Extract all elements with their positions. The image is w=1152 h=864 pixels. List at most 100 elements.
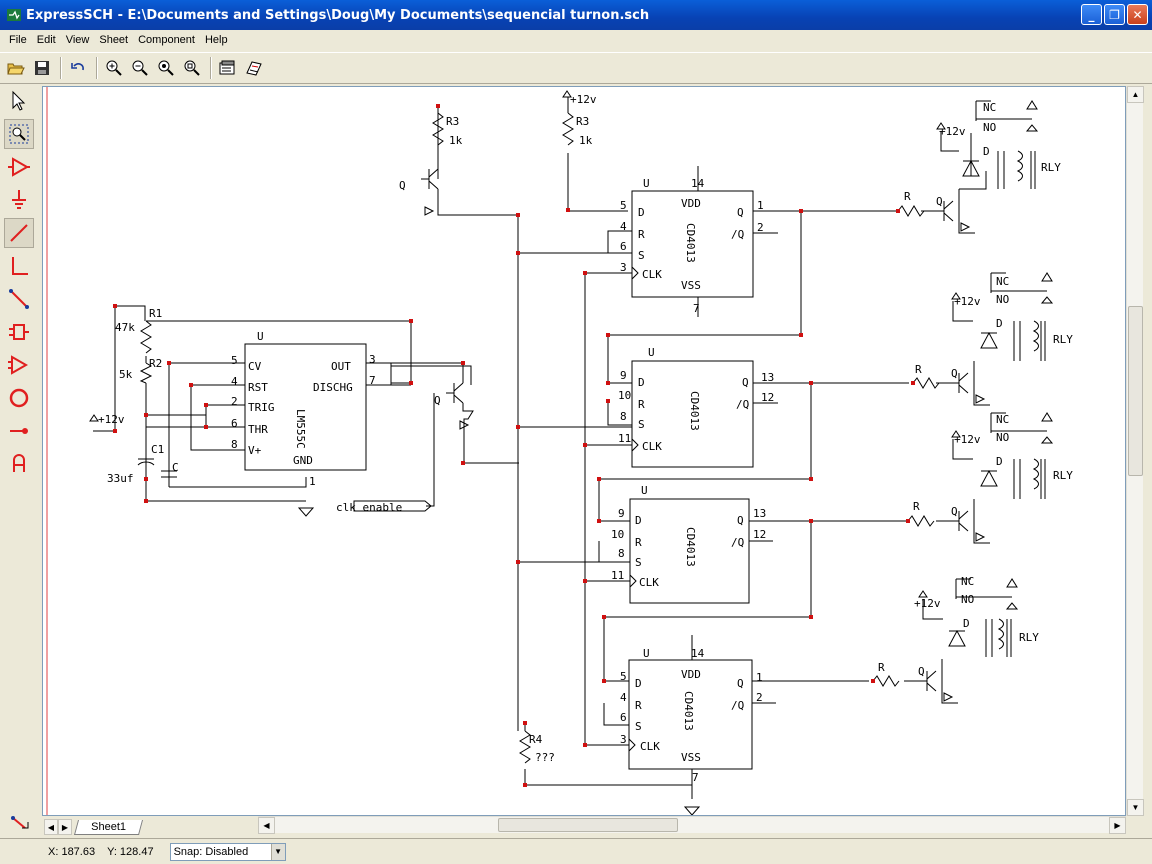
circle-tool[interactable] [4, 383, 34, 413]
cd4013-chip-3[interactable] [629, 498, 750, 604]
select-area-tool[interactable] [4, 119, 34, 149]
save-icon [35, 61, 49, 75]
pin-tool[interactable] [4, 416, 34, 446]
text-tool[interactable] [4, 449, 34, 479]
select-area-icon [9, 124, 29, 144]
properties-button[interactable] [216, 56, 240, 80]
relay4-d: D [963, 617, 970, 630]
cd4013-chip-2[interactable] [631, 360, 754, 468]
ff4-n1: 1 [756, 671, 763, 684]
ff2-r: R [638, 398, 645, 411]
c1-value: 33uf [107, 472, 134, 485]
ff4-d: D [635, 677, 642, 690]
menu-bar: File Edit View Sheet Component Help [0, 30, 1152, 50]
zoom-fit-button[interactable] [154, 56, 178, 80]
pin-out: OUT [331, 360, 351, 373]
print-button[interactable] [242, 56, 266, 80]
status-bar: X: 187.63 Y: 128.47 Snap: Disabled ▼ [0, 838, 1152, 864]
buffer-tool[interactable] [4, 350, 34, 380]
sheet-tab-bar: ◀ ▶ Sheet1 [0, 816, 1152, 838]
dropdown-arrow-icon[interactable]: ▼ [270, 843, 285, 860]
num-4: 4 [231, 375, 238, 388]
restore-button[interactable]: ❐ [1104, 4, 1125, 25]
tab-prev-icon[interactable]: ◀ [44, 819, 58, 835]
scroll-left-icon[interactable]: ◀ [258, 817, 275, 834]
toolbar-separator [96, 57, 98, 79]
ff1-n14: 14 [691, 177, 705, 190]
component-tool[interactable] [4, 152, 34, 182]
sheet-tab-1[interactable]: Sheet1 [73, 819, 143, 835]
supply-label: +12v [570, 93, 597, 106]
ground-tool[interactable] [4, 185, 34, 215]
zoom-in-button[interactable] [102, 56, 126, 80]
open-button[interactable] [4, 56, 28, 80]
cd4013-chip-4[interactable] [628, 659, 753, 770]
zoom-area-button[interactable] [180, 56, 204, 80]
ff1-n2: 2 [757, 221, 764, 234]
r3-right-value: 1k [579, 134, 593, 147]
line-tool[interactable] [4, 284, 34, 314]
snap-select[interactable]: Snap: Disabled ▼ [169, 842, 286, 861]
horizontal-scroll-thumb[interactable] [498, 818, 678, 832]
menu-sheet[interactable]: Sheet [99, 34, 129, 46]
vertical-scrollbar[interactable]: ▲ ▼ [1126, 86, 1144, 816]
pin-dischg: DISCHG [313, 381, 353, 394]
scroll-up-icon[interactable]: ▲ [1127, 86, 1144, 103]
ff4-n3: 3 [620, 733, 627, 746]
tool-palette [4, 86, 36, 546]
minimize-button[interactable]: _ [1081, 4, 1102, 25]
cd4013-chip-1[interactable] [631, 190, 754, 298]
c-ref: C [172, 461, 179, 474]
ff3-qn: /Q [731, 536, 744, 549]
r1 [140, 320, 152, 354]
clk-enable-label: clk enable [336, 501, 402, 514]
clock-markers [628, 266, 639, 752]
line-icon [9, 289, 29, 309]
pointer-tool[interactable] [4, 86, 34, 116]
menu-help[interactable]: Help [204, 34, 228, 46]
schematic-drawing[interactable]: +12v R3 1k R3 1k Q R1 47k R2 5k +12v C1 … [43, 87, 1126, 816]
ff3-n13: 13 [753, 507, 766, 520]
ff4-clk: CLK [640, 740, 660, 753]
tab-next-icon[interactable]: ▶ [58, 819, 72, 835]
num-3: 3 [369, 353, 376, 366]
snap-tool[interactable] [6, 810, 34, 836]
ground-icon [12, 190, 26, 209]
ff2-cd4013: CD4013 [688, 391, 701, 431]
menu-view[interactable]: View [65, 34, 90, 46]
menu-edit[interactable]: Edit [36, 34, 56, 46]
menu-component[interactable]: Component [138, 34, 195, 46]
bus-icon [12, 257, 28, 275]
q-555: Q [434, 394, 441, 407]
schematic-canvas[interactable]: +12v R3 1k R3 1k Q R1 47k R2 5k +12v C1 … [42, 86, 1126, 816]
save-button[interactable] [30, 56, 54, 80]
box-tool[interactable] [4, 317, 34, 347]
bus-tool[interactable] [4, 251, 34, 281]
ff3-s: S [635, 556, 642, 569]
relay4-nc: NC [961, 575, 974, 588]
relay1-d: D [983, 145, 990, 158]
undo-button[interactable] [66, 56, 90, 80]
vertical-scroll-thumb[interactable] [1128, 306, 1143, 476]
ff3-n10: 10 [611, 528, 624, 541]
relay1-q: Q [936, 195, 943, 208]
menu-file[interactable]: File [9, 34, 27, 46]
relay3-supply: +12v [954, 433, 981, 446]
relay3-nc: NC [996, 413, 1009, 426]
ff3-r: R [635, 536, 642, 549]
ff2-q: Q [742, 376, 749, 389]
ff1-cd4013: CD4013 [684, 223, 697, 263]
wire-tool[interactable] [4, 218, 34, 248]
zoom-out-button[interactable] [128, 56, 152, 80]
ff2-clk: CLK [642, 440, 662, 453]
lm555-chip[interactable] [244, 343, 367, 471]
scroll-down-icon[interactable]: ▼ [1127, 799, 1144, 816]
ff1-vss: VSS [681, 279, 701, 292]
horizontal-scrollbar[interactable]: ◀ ▶ [258, 816, 1126, 834]
ff2-n8: 8 [620, 410, 627, 423]
ff4-n6: 6 [620, 711, 627, 724]
relay3-rly: RLY [1053, 469, 1073, 482]
close-button[interactable]: ✕ [1127, 4, 1148, 25]
clk-enable-flag[interactable] [353, 500, 432, 512]
scroll-right-icon[interactable]: ▶ [1109, 817, 1126, 834]
